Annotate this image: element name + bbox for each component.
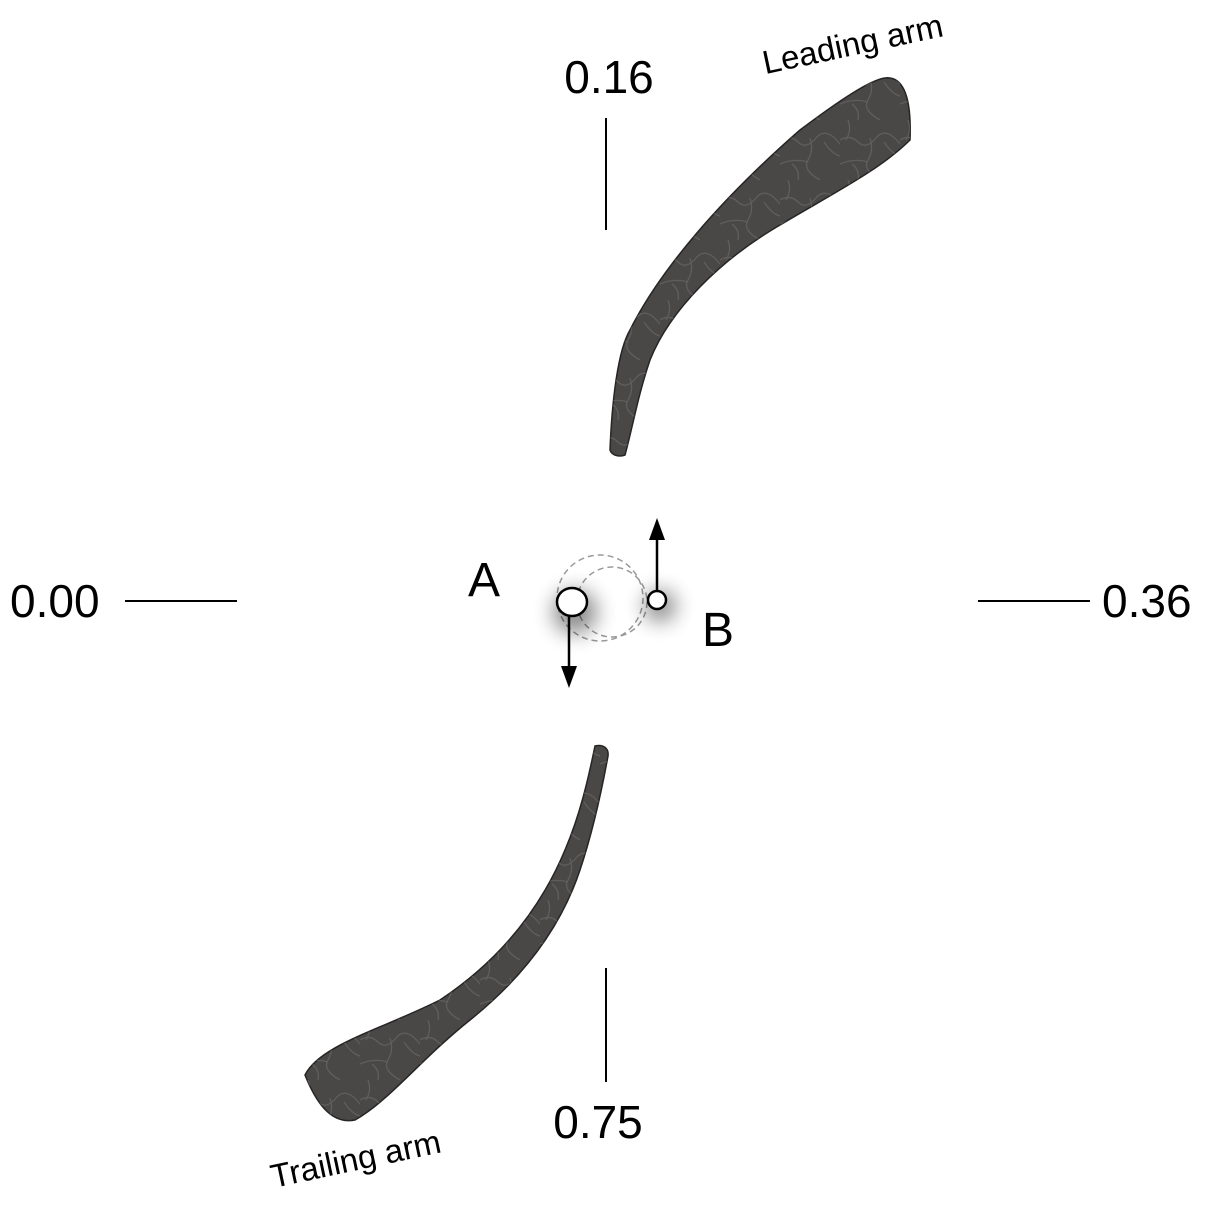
phase-label-top: 0.16 [564,51,654,103]
trailing-arm [304,744,609,1122]
trailing-arm-label: Trailing arm [267,1123,444,1195]
star-a-label: A [468,554,500,607]
star-a [553,586,597,634]
star-b-label: B [702,604,734,657]
star-b-velocity-arrow [649,518,665,591]
leading-arm-label: Leading arm [759,7,946,81]
star-b [644,589,676,622]
phase-label-left: 0.00 [10,575,100,627]
phase-label-bottom: 0.75 [553,1096,643,1148]
star-a-velocity-arrow [561,616,577,688]
leading-arm [609,77,911,457]
phase-label-right: 0.36 [1102,575,1192,627]
